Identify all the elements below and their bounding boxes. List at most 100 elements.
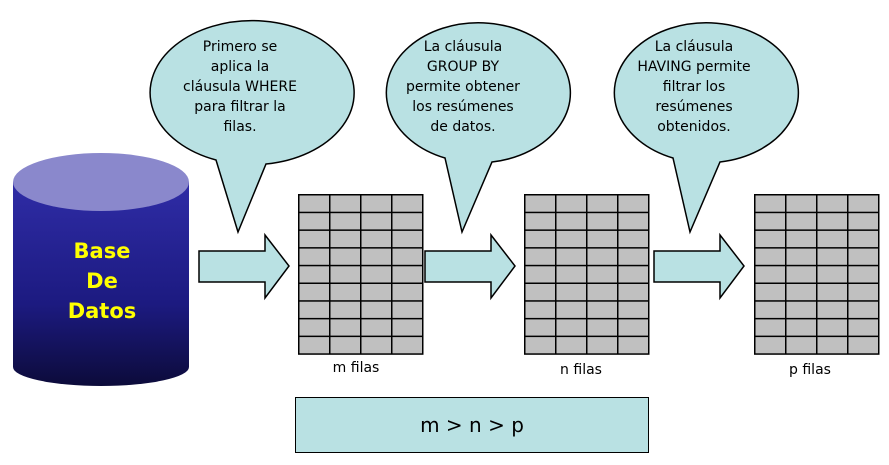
table-cell	[786, 266, 816, 283]
table-cell	[556, 319, 586, 336]
speech-bubble-2	[385, 22, 572, 235]
table-cell	[618, 301, 648, 318]
table-cell	[817, 301, 847, 318]
table-cell	[817, 319, 847, 336]
table-cell	[848, 248, 878, 265]
table-cell	[556, 195, 586, 212]
table-cell	[361, 248, 391, 265]
table-cell	[392, 213, 422, 230]
bubble-text-line: cláusula WHERE	[183, 79, 297, 95]
table-cell	[786, 337, 816, 354]
speech-bubble-3	[613, 22, 800, 235]
table-cell	[525, 213, 555, 230]
table-cell	[817, 266, 847, 283]
bubble-text-line: obtenidos.	[657, 119, 731, 135]
table-cell	[392, 195, 422, 212]
table-cell	[755, 266, 785, 283]
table-cell	[361, 266, 391, 283]
table-cell	[556, 284, 586, 301]
table-cell	[848, 284, 878, 301]
table-cell	[786, 301, 816, 318]
table-cell	[587, 195, 617, 212]
table-cell	[556, 266, 586, 283]
table-cell	[525, 248, 555, 265]
table-cell	[299, 266, 329, 283]
bubble-3-text: La cláusula HAVING permite filtrar los r…	[616, 37, 772, 137]
database-label-line: De	[86, 269, 118, 293]
table-cell	[525, 301, 555, 318]
table-cell	[817, 337, 847, 354]
bubble-text-line: HAVING permite	[637, 59, 751, 75]
table-cell	[299, 337, 329, 354]
table-cell	[299, 195, 329, 212]
table-cell	[587, 284, 617, 301]
table-cell	[299, 248, 329, 265]
formula-box: m > n > p	[295, 397, 649, 453]
table-cell	[587, 337, 617, 354]
table-cell	[848, 337, 878, 354]
bubble-text-line: La cláusula	[423, 39, 503, 55]
table-cell	[299, 284, 329, 301]
table-cell	[330, 230, 360, 248]
table-cell	[556, 301, 586, 318]
table-cell	[392, 266, 422, 283]
bubble-1-text: Primero se aplica la cláusula WHERE para…	[162, 37, 318, 137]
rows-table-p	[754, 194, 880, 355]
table-cell	[755, 337, 785, 354]
table-cell	[392, 248, 422, 265]
table-cell	[618, 213, 648, 230]
table-cell	[848, 301, 878, 318]
speech-bubble-1	[149, 19, 355, 235]
table-cell	[755, 248, 785, 265]
arrow-1	[198, 232, 290, 301]
table-cell	[587, 266, 617, 283]
bubble-text-line: GROUP BY	[426, 59, 500, 75]
table-cell	[618, 230, 648, 248]
table-cell	[587, 319, 617, 336]
table-cell	[848, 230, 878, 248]
table-cell	[392, 319, 422, 336]
database-cylinder	[13, 153, 189, 386]
table-label-n: n filas	[560, 362, 602, 378]
table-cell	[330, 337, 360, 354]
arrow-2	[424, 232, 516, 301]
table-cell	[587, 213, 617, 230]
table-cell	[755, 195, 785, 212]
table-cell	[618, 319, 648, 336]
table-cell	[755, 284, 785, 301]
table-cell	[392, 230, 422, 248]
bubble-text-line: permite obtener	[406, 79, 520, 95]
database-label-line: Datos	[67, 299, 137, 323]
table-cell	[299, 301, 329, 318]
table-cell	[556, 248, 586, 265]
table-cell	[618, 337, 648, 354]
arrow-3	[653, 232, 745, 301]
bubble-text-line: filas.	[223, 119, 257, 135]
bubble-2-text: La cláusula GROUP BY permite obtener los…	[385, 37, 541, 137]
table-cell	[361, 213, 391, 230]
table-cell	[618, 284, 648, 301]
table-cell	[755, 213, 785, 230]
table-cell	[330, 213, 360, 230]
table-cell	[525, 319, 555, 336]
table-cell	[755, 301, 785, 318]
table-cell	[848, 266, 878, 283]
rows-table-m	[298, 194, 424, 355]
table-cell	[525, 337, 555, 354]
table-cell	[299, 319, 329, 336]
table-cell	[361, 319, 391, 336]
table-cell	[786, 248, 816, 265]
rows-table-n	[524, 194, 650, 355]
table-cell	[330, 266, 360, 283]
table-label-p: p filas	[789, 362, 831, 378]
table-cell	[330, 195, 360, 212]
database-label-line: Base	[73, 239, 131, 263]
table-cell	[848, 213, 878, 230]
table-cell	[618, 195, 648, 212]
table-cell	[786, 195, 816, 212]
bubble-text-line: los resúmenes	[412, 99, 514, 115]
table-cell	[817, 248, 847, 265]
table-cell	[786, 284, 816, 301]
table-cell	[361, 195, 391, 212]
table-cell	[755, 319, 785, 336]
